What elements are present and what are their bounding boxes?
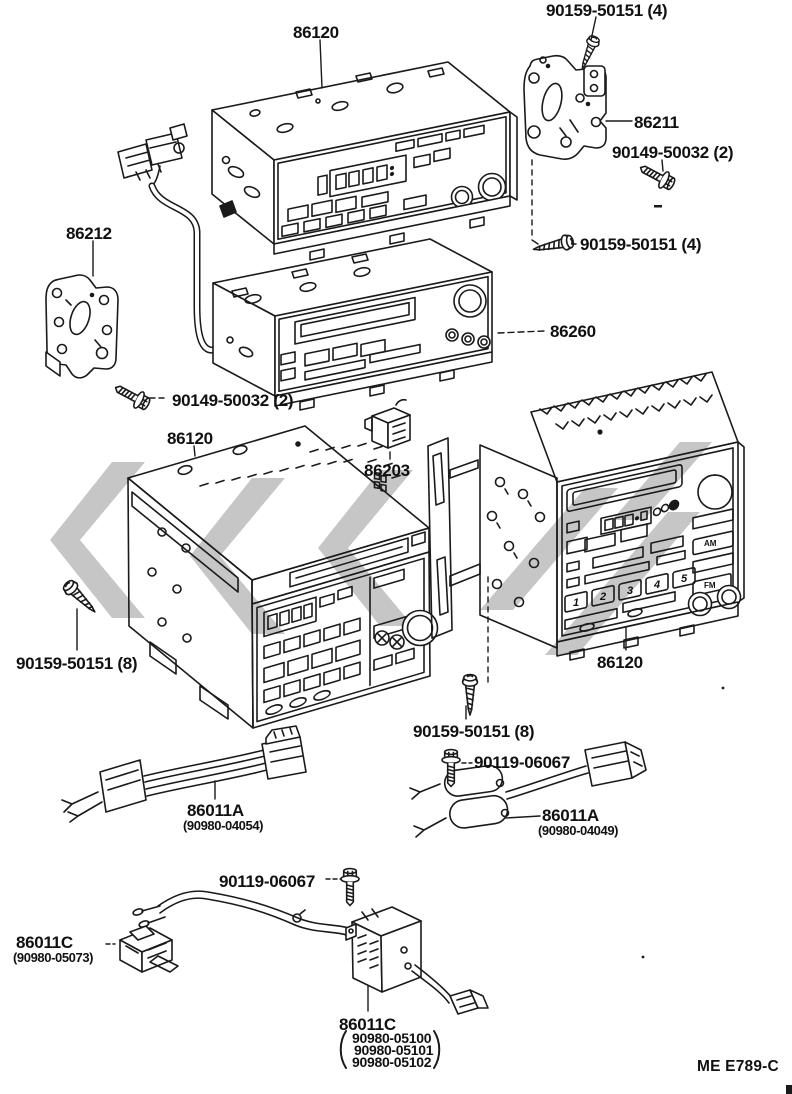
screw-90159-mid — [531, 232, 576, 258]
part-label-86120-mid: 86120 — [167, 429, 213, 448]
radio-unit-top — [211, 61, 518, 261]
part-label-86212: 86212 — [66, 224, 112, 243]
preset-button-5: 5 — [681, 573, 688, 585]
harness-86011c-assembly — [132, 890, 489, 1015]
watermark-chevron — [318, 470, 413, 626]
watermark-bar — [480, 488, 618, 610]
radio-left-cassette-lip — [289, 531, 426, 588]
mounting-bracket-86212 — [45, 274, 119, 379]
screw-90159-mid8 — [461, 673, 479, 716]
part-label-86011a-right: 86011A — [542, 806, 599, 825]
radio-top-front-panel — [277, 115, 507, 241]
part-label-90119-bottom: 90119-06067 — [219, 872, 315, 891]
preset-button-3: 3 — [627, 585, 633, 597]
part-label-86120-top: 86120 — [293, 23, 339, 42]
radio-right-panel-texts: 1 2 3 4 5 AM FM — [573, 539, 717, 609]
radio-unit-right — [427, 371, 745, 661]
stray-dot — [721, 686, 725, 690]
part-no-86011a-left: (90980-04054) — [183, 818, 263, 833]
part-label-86011c-bottom: 86011C — [339, 1015, 396, 1034]
connector-86011c-left — [119, 925, 179, 973]
harness-86011a-left — [61, 725, 307, 823]
tuner-front-panel — [278, 275, 489, 393]
harness-86011a-right — [409, 741, 647, 838]
part-label-90119-right: 90119-06067 — [474, 753, 570, 772]
watermark-chevron — [50, 462, 145, 618]
part-label-86203: 86203 — [364, 461, 410, 480]
radio-left-side-rails — [131, 491, 239, 720]
alt-part-no-1: 90980-05100 — [352, 1030, 432, 1046]
paren-open-glyph — [339, 1030, 347, 1069]
radio-unit-left — [127, 425, 439, 729]
alt-part-no-2: 90980-05101 — [354, 1042, 434, 1058]
tuner-top-holes — [231, 253, 371, 305]
preset-button-1: 1 — [573, 597, 579, 609]
antenna-port — [219, 200, 237, 218]
radio-right-front-panel — [561, 447, 734, 637]
stray-mark — [654, 205, 662, 208]
preset-button-4: 4 — [653, 579, 660, 591]
amplifier-vents — [357, 934, 379, 969]
radio-display — [263, 596, 317, 638]
part-no-86011c-left: (90980-05073) — [13, 950, 93, 965]
cassette-slot — [294, 296, 416, 345]
radio-display — [329, 154, 407, 198]
radio-top-side-holes — [219, 155, 261, 218]
radio-top-vent-holes — [249, 67, 445, 134]
bolt-90119-bottom — [340, 867, 360, 907]
page-corner-mark — [786, 1085, 792, 1094]
part-label-90159-top: 90159-50151 (4) — [546, 1, 667, 20]
stray-dot — [641, 955, 645, 959]
figure-code: ME E789-C — [697, 1058, 779, 1075]
cassette-slot — [289, 537, 409, 588]
alt-part-no-3: 90980-05102 — [352, 1054, 432, 1070]
mounting-bracket-86211 — [523, 54, 607, 160]
preset-button-2: 2 — [599, 591, 606, 603]
radio-left-front-panel — [256, 557, 425, 723]
part-labels: 90159-50151 (4) 86120 86211 90149-50032 … — [13, 1, 779, 1075]
watermark — [50, 442, 712, 655]
watermark-bar — [612, 442, 712, 520]
part-label-86011c-left: 86011C — [16, 933, 73, 952]
part-label-90149-right: 90149-50032 (2) — [612, 143, 733, 162]
connector-86203 — [364, 398, 411, 493]
part-label-90149-left: 90149-50032 (2) — [172, 391, 293, 410]
bracket-slot — [541, 82, 563, 122]
radio-bottom-tray — [273, 195, 511, 255]
part-label-86211: 86211 — [634, 113, 679, 132]
bracket-slot — [69, 300, 91, 336]
part-label-90159-mid: 90159-50151 (4) — [580, 235, 701, 254]
am-band-button: AM — [704, 539, 717, 548]
bolt-90149-right — [635, 158, 679, 194]
part-label-86260: 86260 — [550, 322, 596, 341]
part-no-86011a-right: (90980-04049) — [538, 823, 618, 838]
part-label-86120-right: 86120 — [597, 653, 643, 672]
part-label-90159-mid8: 90159-50151 (8) — [413, 722, 534, 741]
part-label-86011a-left: 86011A — [187, 801, 244, 820]
paren-close-glyph — [433, 1030, 441, 1069]
fm-band-button: FM — [704, 581, 716, 590]
leader-lines — [76, 16, 664, 1012]
radio-right-side-holes — [486, 476, 546, 608]
radio-right-top-vents — [539, 373, 713, 435]
amplifier-box — [345, 906, 422, 993]
tuner-unit-86260 — [212, 238, 493, 411]
radio-left-top-vents — [177, 441, 401, 487]
bolt-90149-left — [110, 378, 154, 414]
part-label-90159-left8: 90159-50151 (8) — [16, 654, 137, 673]
watermark-chevron — [190, 478, 285, 634]
cassette-slot — [566, 464, 683, 513]
